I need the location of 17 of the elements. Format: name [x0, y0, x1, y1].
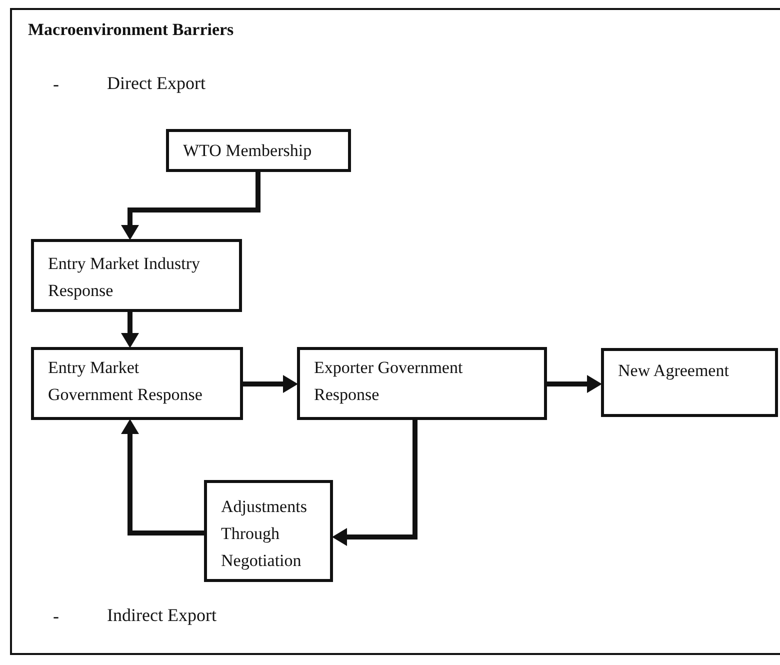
arrow: [332, 420, 418, 546]
arrow: [243, 375, 298, 393]
bullet-dash: -: [53, 606, 59, 627]
section-label: Indirect Export: [107, 605, 216, 626]
section-label: Direct Export: [107, 73, 206, 94]
arrow: [121, 419, 204, 536]
arrow: [121, 172, 260, 240]
process-box: Adjustments Through Negotiation: [204, 480, 333, 582]
process-box: Exporter Government Response: [297, 347, 547, 420]
process-box: WTO Membership: [166, 129, 351, 172]
process-box: Entry Market Government Response: [31, 347, 243, 420]
arrow: [121, 312, 139, 348]
bullet-dash: -: [53, 74, 59, 95]
process-box: New Agreement: [601, 348, 778, 417]
diagram-title: Macroenvironment Barriers: [28, 20, 234, 40]
process-box: Entry Market Industry Response: [31, 239, 242, 312]
arrow: [547, 375, 602, 393]
